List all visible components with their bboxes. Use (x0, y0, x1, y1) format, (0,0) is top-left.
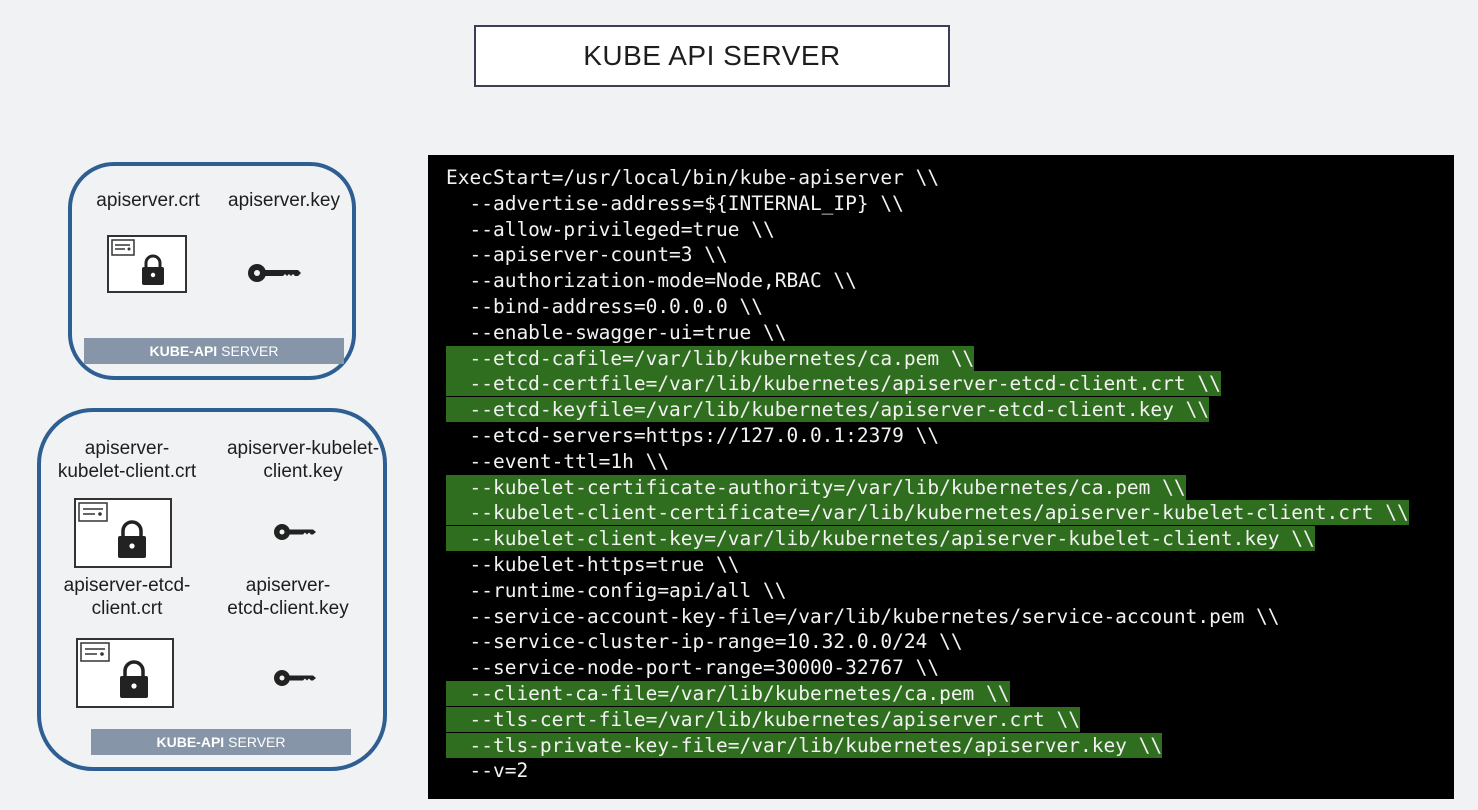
kube-api-server-client-box: apiserver- kubelet-client.crt apiserver-… (37, 408, 387, 771)
server-bar-bold: KUBE-API (149, 343, 218, 359)
key-icon (274, 524, 316, 540)
code-text: --service-cluster-ip-range=10.32.0.0/24 … (446, 630, 963, 654)
code-text: --client-ca-file=/var/lib/kubernetes/ca.… (446, 680, 1010, 706)
code-text: --kubelet-client-certificate=/var/lib/ku… (446, 500, 1409, 526)
code-text: --event-ttl=1h \\ (446, 449, 670, 473)
etcd-client-key-label: apiserver- etcd-client.key (227, 575, 349, 619)
code-line: --service-cluster-ip-range=10.32.0.0/24 … (446, 629, 1454, 655)
highlighted-code-line: --tls-cert-file=/var/lib/kubernetes/apis… (446, 706, 1454, 733)
code-line: --kubelet-https=true \\ (446, 552, 1454, 578)
etcd-client-crt-label: apiserver-etcd- client.crt (63, 575, 191, 619)
kubelet-client-crt-label: apiserver- kubelet-client.crt (57, 438, 197, 482)
code-text: --etcd-servers=https://127.0.0.1:2379 \\ (446, 423, 940, 447)
code-text: --etcd-certfile=/var/lib/kubernetes/apis… (446, 371, 1221, 397)
code-line: ExecStart=/usr/local/bin/kube-apiserver … (446, 165, 1454, 191)
code-text: --apiserver-count=3 \\ (446, 243, 728, 267)
code-line: --v=2 (446, 758, 1454, 784)
code-text: --advertise-address=${INTERNAL_IP} \\ (446, 191, 904, 215)
code-line: --apiserver-count=3 \\ (446, 242, 1454, 268)
key-icon (248, 264, 301, 282)
code-text: --bind-address=0.0.0.0 \\ (446, 294, 763, 318)
highlighted-code-line: --etcd-certfile=/var/lib/kubernetes/apis… (446, 371, 1454, 397)
server-bar-normal: SERVER (221, 343, 279, 359)
code-text: ExecStart=/usr/local/bin/kube-apiserver … (446, 166, 940, 189)
code-text: --kubelet-certificate-authority=/var/lib… (446, 474, 1186, 500)
code-text: --kubelet-client-key=/var/lib/kubernetes… (446, 526, 1315, 552)
server-bar-normal: SERVER (228, 734, 286, 750)
code-line: --etcd-servers=https://127.0.0.1:2379 \\ (446, 423, 1454, 449)
code-text: --runtime-config=api/all \\ (446, 578, 787, 602)
code-line: --event-ttl=1h \\ (446, 449, 1454, 475)
code-text: --v=2 (446, 759, 529, 783)
highlighted-code-line: --etcd-cafile=/var/lib/kubernetes/ca.pem… (446, 345, 1454, 372)
highlighted-code-line: --etcd-keyfile=/var/lib/kubernetes/apise… (446, 397, 1454, 423)
certificate-lock-icon (74, 498, 172, 568)
code-line: --bind-address=0.0.0.0 \\ (446, 294, 1454, 320)
code-line: --authorization-mode=Node,RBAC \\ (446, 268, 1454, 294)
code-text: --etcd-cafile=/var/lib/kubernetes/ca.pem… (446, 345, 975, 371)
kubelet-client-key-label: apiserver-kubelet- client.key (226, 438, 380, 482)
code-line: --enable-swagger-ui=true \\ (446, 320, 1454, 346)
code-text: --service-account-key-file=/var/lib/kube… (446, 604, 1280, 628)
highlighted-code-line: --client-ca-file=/var/lib/kubernetes/ca.… (446, 680, 1454, 707)
server-bar-bold: KUBE-API (156, 734, 225, 750)
code-line: --allow-privileged=true \\ (446, 217, 1454, 243)
code-text: --kubelet-https=true \\ (446, 552, 740, 576)
code-text: --tls-cert-file=/var/lib/kubernetes/apis… (446, 706, 1080, 732)
key-icon (274, 670, 316, 686)
certificate-lock-icon (76, 638, 174, 708)
apiserver-key-label: apiserver.key (228, 190, 340, 211)
code-line: --service-node-port-range=30000-32767 \\ (446, 655, 1454, 681)
apiserver-crt-label: apiserver.crt (96, 190, 200, 211)
highlighted-code-line: --kubelet-client-key=/var/lib/kubernetes… (446, 526, 1454, 552)
certificate-lock-icon (107, 235, 187, 293)
code-line: --runtime-config=api/all \\ (446, 578, 1454, 604)
systemd-unit-code-block: ExecStart=/usr/local/bin/kube-apiserver … (428, 155, 1454, 799)
code-text: --etcd-keyfile=/var/lib/kubernetes/apise… (446, 397, 1210, 423)
code-text: --allow-privileged=true \\ (446, 217, 775, 241)
highlighted-code-line: --tls-private-key-file=/var/lib/kubernet… (446, 732, 1454, 759)
code-line: --advertise-address=${INTERNAL_IP} \\ (446, 191, 1454, 217)
code-text: --authorization-mode=Node,RBAC \\ (446, 269, 857, 293)
highlighted-code-line: --kubelet-certificate-authority=/var/lib… (446, 474, 1454, 501)
page-title: KUBE API SERVER (474, 25, 950, 87)
highlighted-code-line: --kubelet-client-certificate=/var/lib/ku… (446, 500, 1454, 526)
code-text: --tls-private-key-file=/var/lib/kubernet… (446, 732, 1163, 758)
code-line: --service-account-key-file=/var/lib/kube… (446, 604, 1454, 630)
code-text: --service-node-port-range=30000-32767 \\ (446, 656, 940, 680)
code-text: --enable-swagger-ui=true \\ (446, 320, 787, 344)
